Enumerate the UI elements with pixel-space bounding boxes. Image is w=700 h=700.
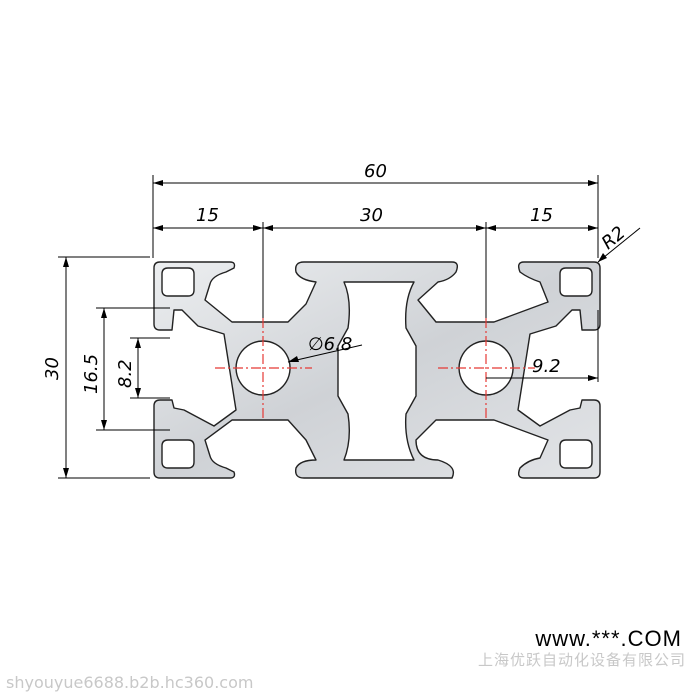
dim-hole-leader [287, 344, 363, 363]
dim-right-segment: 15 [530, 205, 553, 226]
dim-slot-opening: 8.2 [115, 359, 136, 388]
dim-hole-offset: 9.2 [532, 356, 561, 377]
dim-hole-diameter: ∅6.8 [308, 334, 352, 355]
center-lines [215, 318, 535, 418]
profile-outline [153, 261, 601, 479]
profile-section [153, 261, 601, 479]
dim-left-segment: 15 [196, 205, 219, 226]
dim-corner-radius: R2 [598, 222, 630, 253]
watermark-site: www.***.COM [535, 626, 682, 651]
dim-height: 30 [42, 357, 63, 380]
dim-middle-segment: 30 [360, 205, 383, 226]
dim-overall-width: 60 [364, 161, 387, 182]
dim-slot-outer: 16.5 [81, 354, 102, 394]
dimension-lines [58, 175, 641, 479]
watermark-company: 上海优跃自动化设备有限公司 [477, 651, 686, 669]
watermark-url: shyouyue6688.b2b.hc360.com [6, 673, 254, 692]
arrowheads [63, 180, 607, 478]
